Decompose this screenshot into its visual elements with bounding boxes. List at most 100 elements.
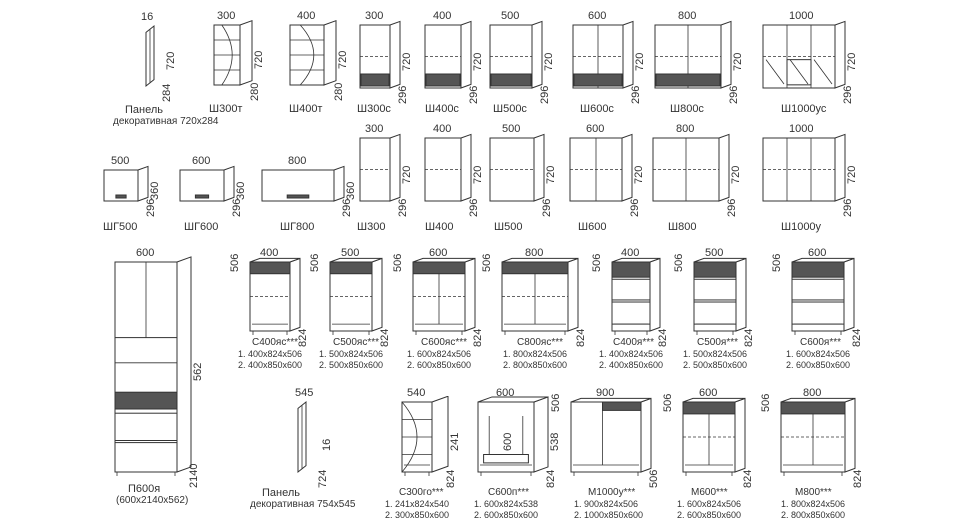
height-dim: 720	[165, 51, 177, 70]
sh600s-drawing	[572, 20, 634, 89]
width-dim: 400	[621, 247, 640, 259]
depth-dim: 506	[229, 253, 241, 272]
s600ya-drawing	[791, 257, 855, 335]
depth-dim: 506	[771, 253, 783, 272]
width-dim: 400	[433, 123, 452, 135]
height-dim: 720	[401, 165, 413, 184]
width-dim: 600	[699, 387, 718, 399]
depth2-dim: 2140	[188, 463, 200, 488]
side-face	[239, 19, 253, 86]
spec-line: 2. 600x850x600	[786, 360, 851, 370]
side-face	[289, 257, 301, 332]
top-drawer	[249, 261, 291, 275]
bottom-rail	[483, 454, 529, 464]
s300go-drawing	[401, 396, 449, 476]
item-subname: декоративная 754x545	[250, 499, 356, 510]
depth2-dim: 824	[575, 328, 587, 347]
depth2-dim: 824	[742, 469, 754, 488]
width-dim: 545	[295, 387, 314, 399]
cabinet-body	[477, 401, 535, 473]
item-name: ШГ500	[103, 221, 138, 233]
width-dim: 16	[141, 11, 154, 23]
side-face	[176, 256, 192, 473]
width-dim: 400	[433, 10, 452, 22]
width-dim: 400	[297, 10, 316, 22]
width-dim: 500	[705, 247, 724, 259]
side-face	[431, 396, 449, 473]
sh400-drawing	[424, 133, 472, 202]
depth2-dim: 296	[728, 85, 740, 104]
depth2-dim: 824	[379, 328, 391, 347]
drawer	[114, 412, 178, 441]
spec-line: 1. 241x824x540	[385, 499, 450, 509]
depth-dim: 506	[392, 253, 404, 272]
item-subname: (600x2140x562)	[116, 495, 189, 506]
width-dim: 400	[260, 247, 279, 259]
drawer-band	[573, 73, 623, 87]
side-face	[735, 257, 747, 332]
item-name: П600я	[128, 483, 161, 495]
side-face	[640, 397, 652, 473]
height-dim: 720	[472, 52, 484, 71]
depth2-dim: 296	[397, 198, 409, 217]
curve-edge	[221, 24, 233, 86]
spec-line: 1. 600x824x538	[474, 499, 539, 509]
spec-line: 1. 400x824x506	[238, 349, 303, 359]
side-face	[834, 133, 846, 202]
depth2-dim: 824	[297, 328, 309, 347]
oven-band	[114, 391, 178, 410]
sh400t-drawing	[289, 19, 337, 86]
item-name: Ш500	[494, 221, 523, 233]
spec-line: 2. 600x850x600	[677, 510, 742, 520]
height-dim: 720	[634, 52, 646, 71]
s800yas-drawing	[501, 257, 579, 335]
sh300-drawing	[359, 133, 401, 202]
glass-mark	[813, 59, 833, 85]
width-dim: 500	[341, 247, 360, 259]
depth2-dim: 280	[249, 82, 261, 101]
height-dim: 720	[846, 52, 858, 71]
depth-dim: 506	[662, 393, 674, 412]
item-name: М1000у***	[588, 487, 636, 498]
width-dim: 800	[288, 155, 307, 167]
handle	[286, 194, 310, 199]
depth2-dim: 296	[541, 198, 553, 217]
side-face	[720, 20, 732, 89]
panel754-drawing	[297, 400, 307, 474]
width-dim: 900	[596, 387, 615, 399]
side-face	[533, 396, 549, 473]
handle	[115, 194, 127, 199]
drawer	[611, 278, 651, 301]
spec-line: 2. 500x850x600	[319, 360, 384, 370]
depth2-dim: 296	[341, 198, 353, 217]
glass-mark	[789, 59, 809, 85]
drawer-band	[655, 73, 721, 87]
item-name: С800яс***	[517, 337, 563, 348]
side-face	[460, 133, 472, 202]
depth-dim: 506	[673, 253, 685, 272]
depth2-dim: 296	[145, 198, 157, 217]
spec-line: 2. 300x850x600	[385, 510, 450, 520]
width-dim: 600	[588, 10, 607, 22]
depth2-dim: 296	[397, 85, 409, 104]
height-dim: 720	[732, 52, 744, 71]
m800-drawing	[780, 397, 856, 476]
spec-line: 1. 800x824x506	[503, 349, 568, 359]
depth2-dim: 296	[468, 85, 480, 104]
shg800-drawing	[261, 165, 345, 202]
sh400s-drawing	[424, 20, 472, 89]
depth2-dim: 824	[852, 469, 864, 488]
item-name: Ш1000у	[781, 221, 822, 233]
sh1000us-drawing	[762, 20, 846, 89]
depth-dim: 506	[309, 253, 321, 272]
height-dim: 241	[449, 432, 461, 451]
sh500s-drawing	[489, 20, 543, 89]
drawer-band	[360, 73, 390, 87]
width-dim: 800	[678, 10, 697, 22]
s400yas-drawing	[249, 257, 301, 335]
spec-line: 1. 400x824x506	[599, 349, 664, 359]
top-drawer	[501, 261, 569, 275]
side-face	[533, 133, 545, 202]
depth2-dim: 824	[851, 328, 863, 347]
side-face	[460, 20, 472, 89]
